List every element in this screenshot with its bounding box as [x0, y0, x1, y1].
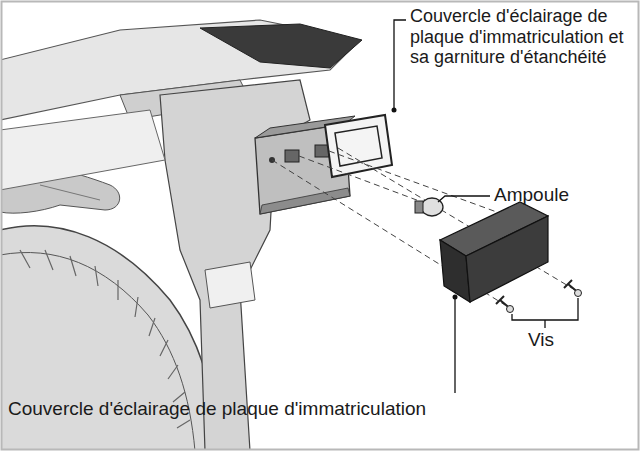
leader-dot	[453, 295, 458, 300]
part-label: Couvercle d'éclairage de plaque d'immatr…	[8, 398, 426, 420]
leader-line	[454, 299, 455, 393]
bulb-base	[415, 201, 423, 213]
light-housing-edge	[260, 188, 350, 214]
gasket	[325, 115, 392, 177]
motorcycle-rear	[2, 20, 582, 449]
leader-line	[438, 196, 490, 202]
part-label: Ampoule	[494, 184, 569, 206]
socket	[315, 145, 329, 157]
cover-side	[466, 216, 548, 302]
socket	[285, 150, 299, 162]
assembly-line	[272, 148, 575, 305]
tail-dark-panel	[200, 24, 362, 68]
cover-front	[440, 240, 470, 302]
part-label: Vis	[528, 329, 554, 351]
glove-fold	[40, 185, 100, 200]
screw-head	[507, 306, 514, 313]
leader-dot	[392, 108, 397, 113]
side-panel	[2, 110, 165, 190]
tire-groove	[2, 253, 195, 450]
leader-bracket	[512, 298, 578, 320]
screw-head	[575, 290, 582, 297]
reflector	[205, 262, 255, 308]
leader-line	[394, 20, 406, 108]
leader-line	[544, 320, 545, 328]
part-label: Couvercle d'éclairage de plaque d'immatr…	[410, 6, 632, 68]
